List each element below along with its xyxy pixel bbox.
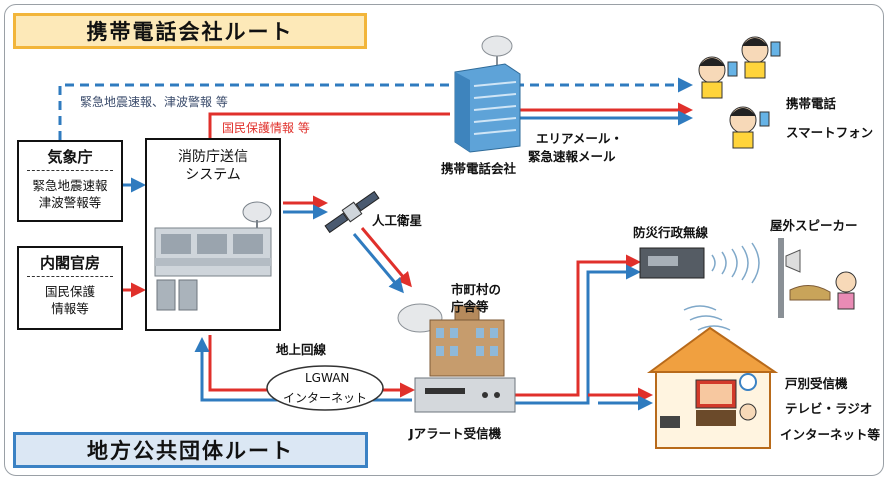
civil-route-red-line <box>208 112 450 138</box>
cabinet-item: 情報等 <box>51 301 89 316</box>
fdma-label-line2: システム <box>185 167 241 183</box>
receiver-to-radio-red <box>515 254 641 397</box>
carrier-label: 携帯電話会社 <box>441 161 517 176</box>
fdma-system-box: 消防庁送信 システム <box>145 138 281 331</box>
tv-radio-label: テレビ・ラジオ <box>785 401 873 416</box>
cabinet-item: 国民保護 <box>44 284 95 299</box>
fdma-label: 消防庁送信 システム <box>147 148 279 184</box>
ground-line-label: 地上回線 <box>276 342 327 357</box>
home-receiver-label: 戸別受信機 <box>785 376 848 391</box>
area-mail-label-1: エリアメール・ <box>536 131 623 146</box>
eq-route-dashed-line <box>58 77 693 140</box>
disaster-radio-label: 防災行政無線 <box>633 225 709 240</box>
jma-box: 気象庁 緊急地震速報 津波警報等 <box>17 140 123 222</box>
diagram-frame <box>4 4 884 476</box>
jma-item: 津波警報等 <box>38 195 102 210</box>
server-rack-icon <box>154 201 272 311</box>
cabinet-title: 内閣官房 <box>27 248 113 277</box>
lgwan-label: LGWAN <box>305 371 350 385</box>
area-mail-label-2: 緊急速報メール <box>528 149 616 164</box>
local-route-title: 地方公共団体ルート <box>13 432 368 468</box>
mobile-route-title: 携帯電話会社ルート <box>13 13 367 49</box>
municipality-label-1: 市町村の <box>451 282 502 297</box>
internet-label: インターネット <box>283 391 368 405</box>
internet-etc-label: インターネット等 <box>780 427 881 442</box>
outdoor-speaker-label: 屋外スピーカー <box>770 218 858 233</box>
jalert-receiver-label: Jアラート受信機 <box>409 426 502 441</box>
satellite-to-office-red <box>360 227 412 288</box>
satellite-label: 人工衛星 <box>372 213 423 228</box>
civil-protection-label: 国民保護情報 等 <box>222 121 310 135</box>
eq-tsunami-label: 緊急地震速報、津波警報 等 <box>80 95 228 109</box>
municipality-label-2: 庁舎等 <box>451 299 489 314</box>
phone-label: 携帯電話 <box>786 96 837 111</box>
cabinet-box: 内閣官房 国民保護 情報等 <box>17 246 123 330</box>
receiver-to-radio-blue <box>515 264 641 405</box>
jma-item: 緊急地震速報 <box>32 178 108 193</box>
fdma-label-line1: 消防庁送信 <box>178 149 248 165</box>
smartphone-label: スマートフォン <box>786 125 874 140</box>
jma-title: 気象庁 <box>27 142 113 171</box>
satellite-to-office-blue <box>352 233 404 294</box>
